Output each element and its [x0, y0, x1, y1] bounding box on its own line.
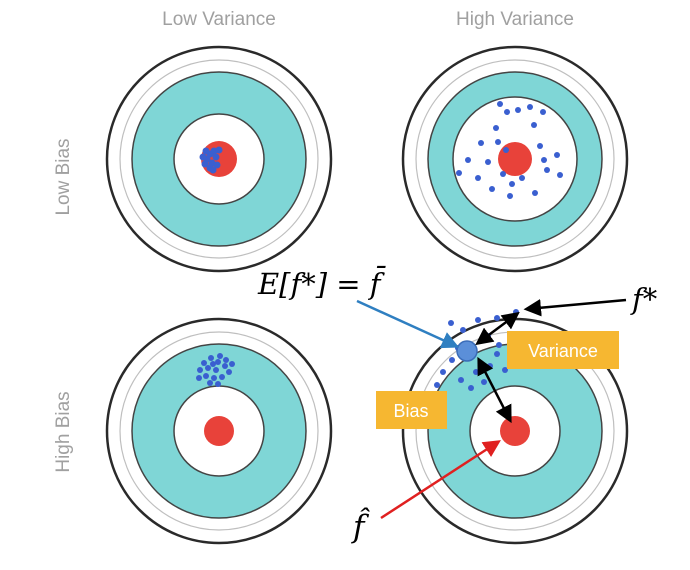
f-star-arrow [523, 298, 627, 317]
bias-arrow [477, 356, 512, 424]
variance-label: Variance [528, 341, 598, 361]
mean-prediction-point [456, 340, 478, 362]
prediction-scatter [456, 101, 563, 199]
bullseye [500, 416, 530, 446]
target-low-bias-high-variance [401, 45, 629, 273]
target-low-bias-low-variance [105, 45, 333, 273]
prediction-cluster [199, 146, 223, 174]
target-high-bias-high-variance [401, 309, 629, 545]
variance-arrow [475, 311, 520, 346]
row-label-low-bias: Low Bias [53, 138, 74, 215]
bullseye [204, 416, 234, 446]
column-label-low-variance: Low Variance [162, 9, 276, 30]
bullseye [498, 142, 532, 176]
bias-label: Bias [393, 401, 428, 421]
column-label-high-variance: High Variance [456, 9, 574, 30]
variance-label-box [507, 331, 619, 369]
row-label-high-bias: High Bias [53, 391, 74, 472]
bias-label-box [376, 391, 447, 429]
expected-value-arrow [356, 299, 460, 349]
target-high-bias-low-variance [105, 317, 333, 545]
f-star-label: f* [630, 282, 658, 316]
prediction-cluster [196, 353, 235, 387]
f-hat-label: f̂ [351, 506, 370, 545]
f-hat-arrow [380, 440, 501, 520]
expected-value-label: E[f*] = f̄ [257, 265, 386, 301]
